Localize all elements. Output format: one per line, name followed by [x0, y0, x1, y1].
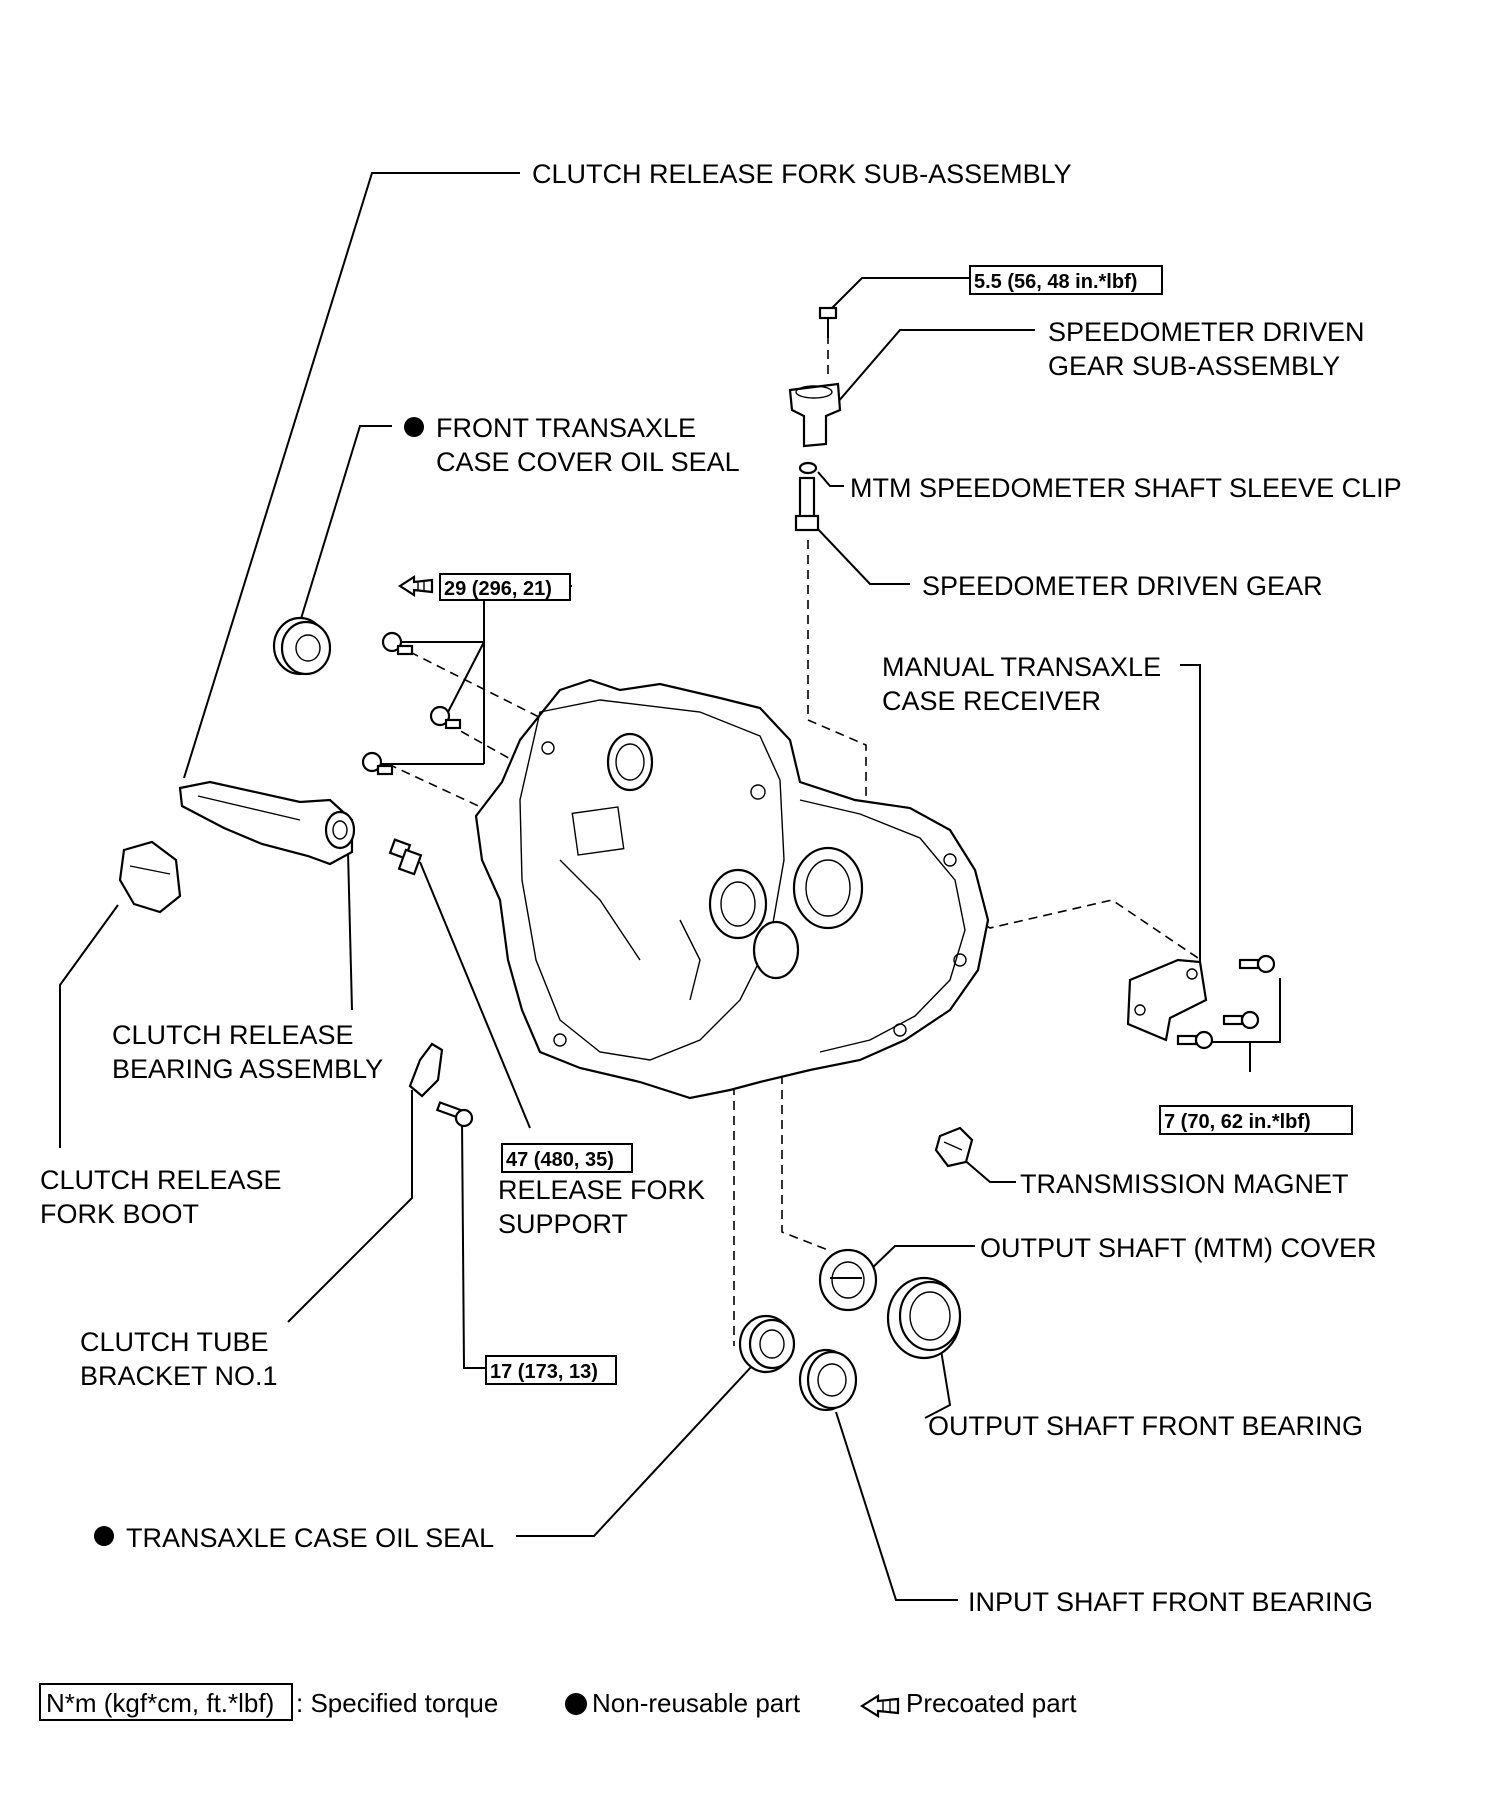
clutch-tube-bracket-part [408, 1042, 444, 1098]
clutch-release-fork-part [178, 780, 356, 866]
receiver-bolts [1176, 954, 1276, 1050]
legend-precoated-arrow-icon [859, 1694, 900, 1718]
torque-case-bolts: 29 (296, 21) [444, 578, 552, 600]
input-shaft-front-bearing-part [798, 1348, 858, 1412]
front-oil-seal-part [272, 616, 332, 676]
label-clutch-release-fork: CLUTCH RELEASE FORK SUB-ASSEMBLY [532, 159, 1072, 189]
legend-nonreusable-dot-icon [565, 1693, 587, 1715]
case-receiver-part [1126, 958, 1208, 1042]
torque-receiver-bolts: 7 (70, 62 in.*lbf) [1164, 1111, 1311, 1133]
torque-tube-bracket-bolt: 17 (173, 13) [490, 1361, 598, 1383]
label-tube-bracket-1: CLUTCH TUBE [80, 1327, 269, 1357]
label-transmission-magnet: TRANSMISSION MAGNET [1020, 1169, 1349, 1199]
label-release-bearing-2: BEARING ASSEMBLY [112, 1054, 383, 1084]
label-fork-boot-2: FORK BOOT [40, 1199, 199, 1229]
transaxle-case-oil-seal-part [738, 1314, 796, 1374]
label-fork-boot-1: CLUTCH RELEASE [40, 1165, 282, 1195]
sleeve-clip [798, 461, 818, 475]
clutch-release-fork-boot-part [118, 840, 182, 914]
label-front-oil-seal-1: FRONT TRANSAXLE [436, 413, 696, 443]
label-input-front-bearing: INPUT SHAFT FRONT BEARING [968, 1587, 1373, 1617]
speedometer-driven-gear-part [794, 476, 820, 532]
precoated-arrow-icon [397, 574, 434, 598]
nonreusable-dot-front-seal [404, 417, 424, 437]
output-shaft-front-bearing-part [886, 1276, 962, 1360]
label-speedometer-driven-gear-sub-1: SPEEDOMETER DRIVEN [1048, 317, 1365, 347]
leader-lines [59, 172, 1281, 1601]
label-output-shaft-cover: OUTPUT SHAFT (MTM) COVER [980, 1233, 1377, 1263]
label-front-oil-seal-2: CASE COVER OIL SEAL [436, 447, 740, 477]
legend-torque-unit: N*m (kgf*cm, ft.*lbf) [46, 1688, 274, 1718]
label-speedometer-driven-gear: SPEEDOMETER DRIVEN GEAR [922, 571, 1323, 601]
label-case-receiver-2: CASE RECEIVER [882, 686, 1101, 716]
speedometer-driven-gear-sub-assembly [788, 382, 842, 448]
torque-fork-support: 47 (480, 35) [506, 1149, 614, 1171]
transmission-magnet-part [934, 1126, 974, 1168]
label-output-front-bearing: OUTPUT SHAFT FRONT BEARING [928, 1411, 1363, 1441]
torque-speedometer-bolt: 5.5 (56, 48 in.*lbf) [974, 271, 1137, 293]
label-tube-bracket-2: BRACKET NO.1 [80, 1361, 278, 1391]
torque-boxes: 5.5 (56, 48 in.*lbf) 29 (296, 21) 7 (70,… [439, 265, 1353, 1385]
label-transaxle-oil-seal: TRANSAXLE CASE OIL SEAL [126, 1523, 494, 1553]
legend: N*m (kgf*cm, ft.*lbf) : Specified torque… [39, 1683, 1077, 1721]
output-shaft-cover-part [818, 1248, 878, 1312]
label-speedometer-driven-gear-sub-2: GEAR SUB-ASSEMBLY [1048, 351, 1340, 381]
label-release-fork-support-2: SUPPORT [498, 1209, 628, 1239]
release-fork-support-part [388, 838, 423, 876]
legend-torque-text: : Specified torque [296, 1688, 498, 1718]
label-release-bearing-1: CLUTCH RELEASE [112, 1020, 354, 1050]
tube-bracket-bolt [435, 1101, 474, 1128]
transaxle-case [474, 678, 990, 1100]
part-labels: CLUTCH RELEASE FORK SUB-ASSEMBLY SPEEDOM… [40, 159, 1402, 1617]
speedometer-bolt [818, 306, 838, 338]
nonreusable-dot-case-seal [94, 1526, 114, 1546]
case-bolts [361, 631, 462, 776]
label-mtm-clip: MTM SPEEDOMETER SHAFT SLEEVE CLIP [850, 473, 1402, 503]
label-release-fork-support-1: RELEASE FORK [498, 1175, 705, 1205]
legend-nonreusable-text: Non-reusable part [592, 1688, 801, 1718]
label-case-receiver-1: MANUAL TRANSAXLE [882, 652, 1161, 682]
legend-precoated-text: Precoated part [906, 1688, 1077, 1718]
